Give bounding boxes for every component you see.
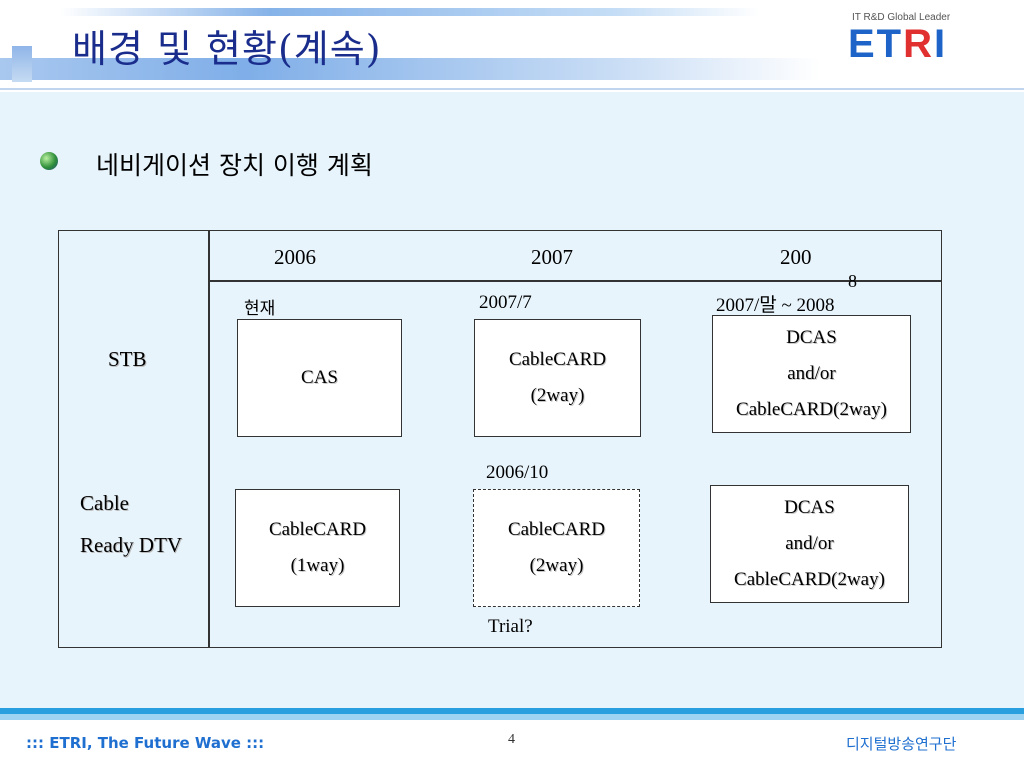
stb-box-cas: CAS [237,319,402,437]
box-line: (2way) [530,385,585,406]
cable-box-cablecard-1way: CableCARD (1way) [235,489,400,607]
box-line: and/or [785,533,834,554]
header: 배경 및 현황(계속) IT R&D Global Leader ETRI [0,0,1024,92]
header-divider [0,88,1024,90]
header-stripe [60,8,760,16]
box-line: CableCARD(2way) [736,399,887,420]
box-line: DCAS [786,327,837,348]
year-2006: 2006 [274,245,316,269]
page-title: 배경 및 현황(계속) [72,27,382,71]
logo-tagline: IT R&D Global Leader [852,12,951,23]
year-2008: 200 [780,245,812,269]
row-label-cable: Cable [80,491,129,515]
stb-label-2007-end: 2007/말 ~ 2008 [716,295,835,316]
stb-label-2007-7: 2007/7 [479,292,532,313]
box-line: CableCARD [508,349,607,370]
footer-department: 디지털방송연구단 [846,735,957,753]
stb-box-cablecard-2way: CableCARD (2way) [474,319,641,437]
cable-box-cablecard-2way-trial: CableCARD (2way) [473,489,640,607]
header-stripe [0,58,820,80]
footer-stripe [0,708,1024,714]
footer-stripe [0,714,1024,720]
row-label-ready-dtv: Ready DTV [80,533,183,557]
stb-label-current: 현재 [244,299,276,319]
etri-logo: ETRI [848,22,947,67]
year-2007: 2007 [531,245,573,269]
box-line: (2way) [529,555,584,576]
trial-note: Trial? [488,616,533,637]
box-line: and/or [787,363,836,384]
footer [0,720,1024,768]
box-line: CableCARD [507,519,606,540]
globe-bullet-icon [40,152,58,170]
table-row-divider [209,280,942,282]
box-line: CAS [301,367,338,388]
year-2008-wrap: 8 [848,271,857,291]
box-line: (1way) [290,555,345,576]
box-line: CableCARD [268,519,367,540]
row-label-stb: STB [108,347,147,371]
cable-box-dcas: DCAS and/or CableCARD(2way) [710,485,909,603]
cable-label-2006-10: 2006/10 [486,462,549,483]
footer-slogan: ::: ETRI, The Future Wave ::: [26,734,265,752]
logo-text: I [934,22,948,66]
logo-text: ET [848,22,904,66]
box-line: CableCARD(2way) [734,569,885,590]
section-heading: 네비게이션 장치 이행 계획 [96,151,373,180]
logo-text-r: R [903,22,935,66]
page-number: 4 [508,732,515,747]
stb-box-dcas: DCAS and/or CableCARD(2way) [712,315,911,433]
header-accent-block [12,46,32,82]
table-column-divider [208,230,210,648]
box-line: DCAS [784,497,835,518]
